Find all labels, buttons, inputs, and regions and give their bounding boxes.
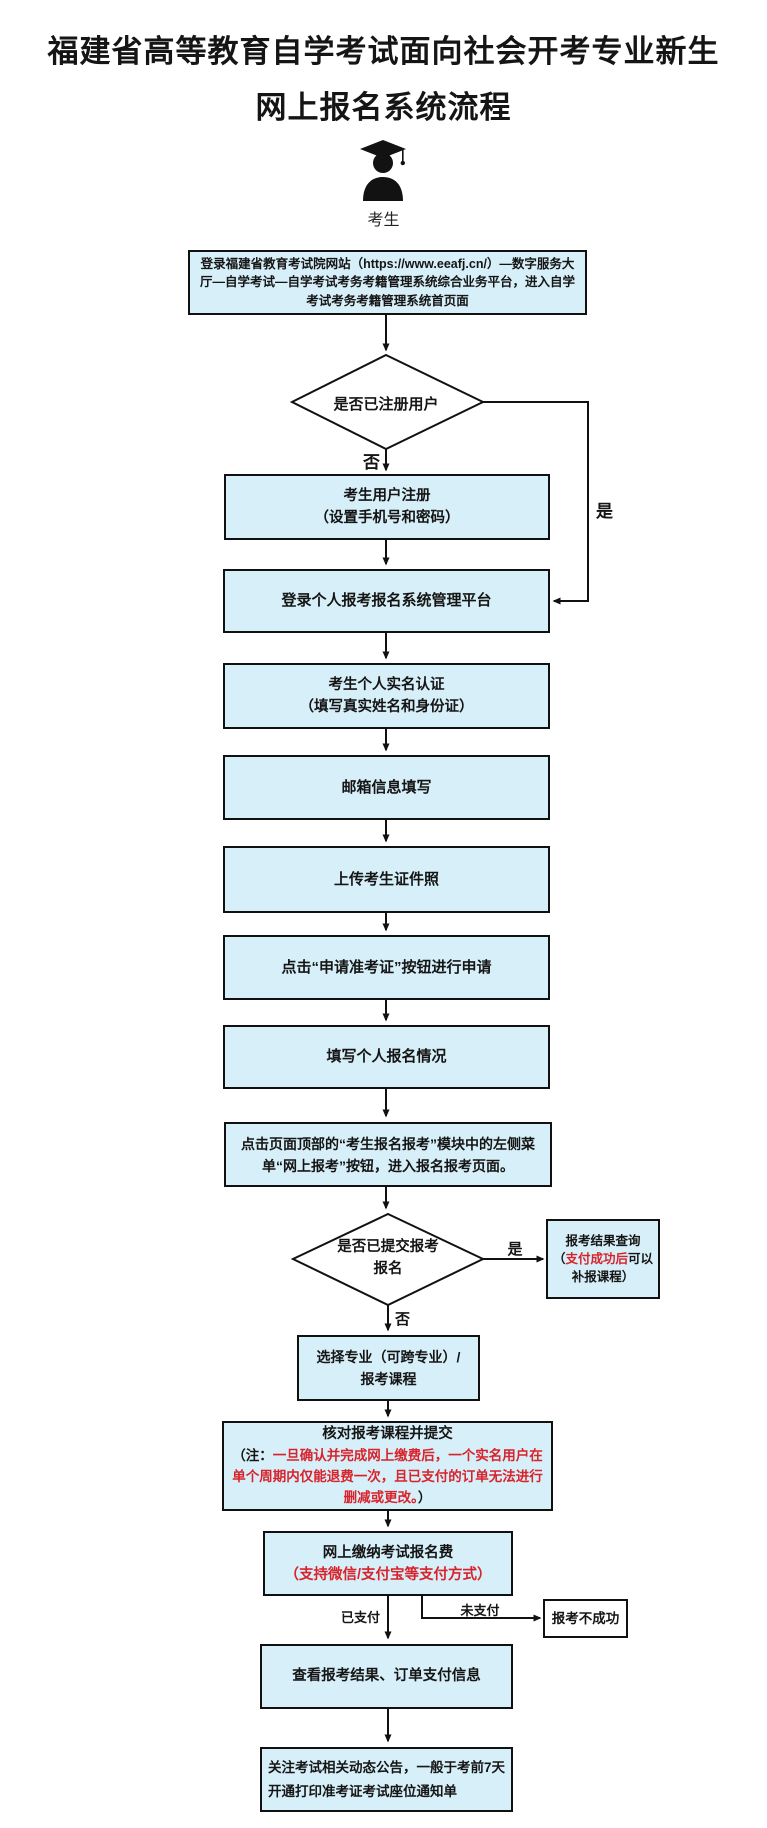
node-upload-photo: 上传考生证件照 [223,846,550,913]
node-realname-auth: 考生个人实名认证 （填写真实姓名和身份证） [223,663,550,729]
node-email-info: 邮箱信息填写 [223,755,550,820]
submitted-check-line2: 报名 [373,1261,403,1277]
decision-registered-text: 是否已注册用户 [333,396,439,413]
graduate-person-icon [358,139,408,201]
node-confirm-submit: 核对报考课程并提交 （注：一旦确认并完成网上缴费后，一个实名用户在单个周期内仅能… [222,1421,553,1511]
node-view-result: 查看报考结果、订单支付信息 [260,1644,513,1709]
edge-label-no2: 否 [395,1311,411,1328]
node-fail: 报考不成功 [543,1599,628,1638]
node-apply-ticket: 点击“申请准考证”按钮进行申请 [223,935,550,1000]
result-query-line1: 报考结果查询 [565,1234,641,1248]
result-query-line2-red: 支付成功后 [565,1252,628,1266]
actor-label: 考生 [367,212,400,229]
online-menu-text: 点击页面顶部的“考生报名报考”模块中的左侧菜单“网上报考”按钮，进入报名报考页面… [241,1135,535,1174]
email-text: 邮箱信息填写 [341,778,432,796]
result-query-line2-pre: （ [552,1252,566,1266]
confirm-submit-note: （注：一旦确认并完成网上缴费后，一个实名用户在单个周期内仅能退费一次，且已支付的… [229,1445,546,1508]
pay-fee-line1: 网上缴纳考试报名费 [322,1544,454,1561]
node-login-website-text: 登录福建省教育考试院网站（https://www.eeafj.cn/）—数字服务… [199,257,575,308]
view-result-text: 查看报考结果、订单支付信息 [292,1667,481,1684]
notice-text: 关注考试相关动态公告，一般于考前7天开通打印准考证考试座位通知单 [268,1759,506,1799]
realname-line1: 考生个人实名认证 [328,677,445,693]
node-online-menu: 点击页面顶部的“考生报名报考”模块中的左侧菜单“网上报考”按钮，进入报名报考页面… [224,1122,552,1187]
result-query-line2: （支付成功后可以 [553,1250,653,1268]
decision-submitted-text: 是否已提交报考 报名 [298,1236,478,1280]
edge-label-yes1: 是 [596,502,613,521]
confirm-submit-title: 核对报考课程并提交 [322,1426,453,1442]
edge-label-no1: 否 [363,453,380,472]
photo-text: 上传考生证件照 [333,870,439,888]
fail-text: 报考不成功 [551,1610,620,1626]
node-register-user: 考生用户注册 （设置手机号和密码） [224,474,550,540]
confirm-note-pre: （注： [232,1448,273,1463]
choose-major-line1: 选择专业（可跨专业）/ [316,1349,461,1365]
submitted-check-line1: 是否已提交报考 [337,1239,439,1255]
confirm-note-post: ） [417,1490,432,1505]
node-choose-major: 选择专业（可跨专业）/ 报考课程 [297,1335,480,1401]
edge-label-paid: 已支付 [340,1610,380,1625]
node-notice: 关注考试相关动态公告，一般于考前7天开通打印准考证考试座位通知单 [260,1747,513,1812]
node-fill-info: 填写个人报名情况 [223,1025,550,1089]
node-login-website: 登录福建省教育考试院网站（https://www.eeafj.cn/）—数字服务… [188,250,587,315]
result-query-line3: 补报课程） [571,1270,635,1284]
result-query-line2-post: 可以 [628,1252,654,1266]
node-pay-fee: 网上缴纳考试报名费 （支持微信/支付宝等支付方式） [263,1531,513,1596]
realname-line2: （填写真实姓名和身份证） [299,699,474,715]
edge-label-unpaid: 未支付 [460,1603,500,1618]
node-login-platform: 登录个人报考报名系统管理平台 [223,569,550,633]
login-platform-text: 登录个人报考报名系统管理平台 [281,592,492,610]
page-title-line2: 网上报名系统流程 [255,90,512,125]
apply-ticket-text: 点击“申请准考证”按钮进行申请 [281,958,492,976]
choose-major-line2: 报考课程 [360,1371,417,1387]
fill-info-text: 填写个人报名情况 [326,1048,447,1066]
page-title-line1: 福建省高等教育自学考试面向社会开考专业新生 [47,34,720,69]
confirm-note-red: 一旦确认并完成网上缴费后，一个实名用户在单个周期内仅能退费一次，且已支付的订单无… [232,1448,543,1505]
node-result-query: 报考结果查询 （支付成功后可以 补报课程） [546,1219,660,1299]
edge-label-yes2: 是 [507,1241,523,1258]
register-line1: 考生用户注册 [343,488,431,504]
pay-fee-line2: （支持微信/支付宝等支付方式） [284,1566,492,1583]
register-line2: （设置手机号和密码） [314,510,460,526]
